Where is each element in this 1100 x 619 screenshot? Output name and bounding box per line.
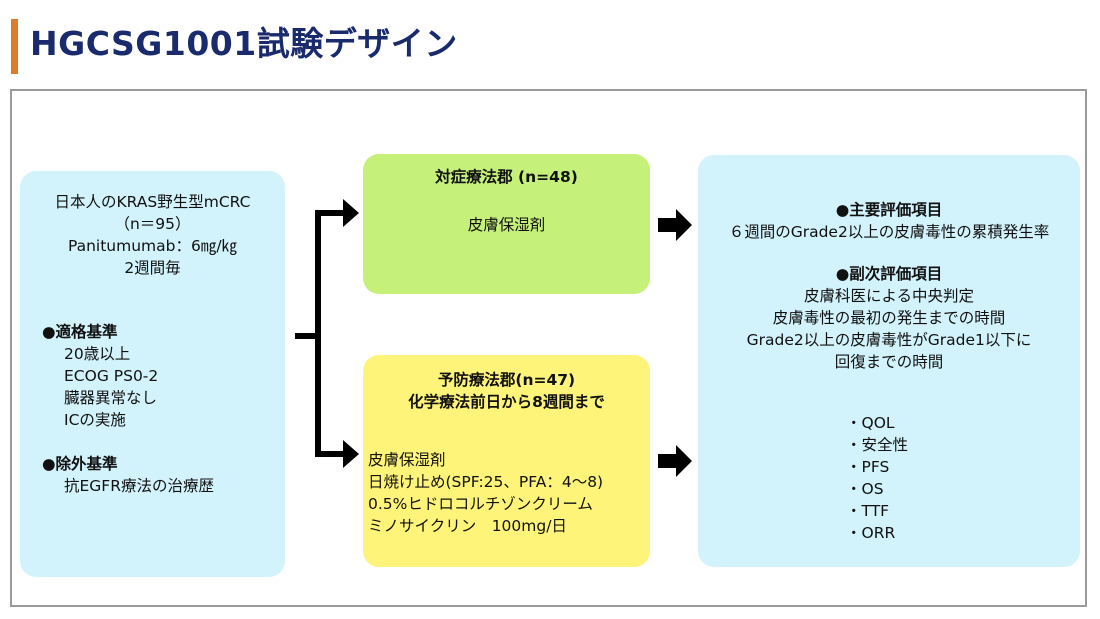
inclusion-criteria: ●適格基準 20歳以上 ECOG PS0-2 臓器異常なし ICの実施 (42, 321, 158, 431)
other-endpoint-item: ・OS (846, 480, 884, 498)
secondary-item: Grade2以上の皮膚毒性がGrade1以下に (746, 331, 1032, 349)
preventive-group-box: 予防療法郡(n=47) 化学療法前日から8週間まで 皮膚保湿剤 日焼け止め(SP… (363, 355, 650, 567)
population-line: Panitumumab：6㎎/㎏ (67, 237, 238, 255)
secondary-item: 皮膚科医による中央判定 (803, 287, 975, 305)
diagram-frame (10, 89, 1087, 607)
primary-heading: ●主要評価項目 (835, 201, 943, 219)
title-accent-bar (11, 19, 18, 74)
population-line: 2週間毎 (124, 259, 181, 277)
population-line: 日本人のKRAS野生型mCRC (54, 193, 251, 211)
symptomatic-title: 対症療法郡 (n=48) (435, 168, 578, 186)
exclusion-criteria: ●除外基準 抗EGFR療法の治療歴 (42, 453, 214, 497)
other-endpoint-item: ・QOL (846, 414, 895, 432)
inclusion-item: 臓器異常なし (64, 389, 158, 407)
symptomatic-group-box: 対症療法郡 (n=48) 皮膚保湿剤 (363, 154, 650, 294)
population-lines: 日本人のKRAS野生型mCRC （n＝95） Panitumumab：6㎎/㎏ … (20, 191, 285, 279)
inclusion-heading: ●適格基準 (42, 323, 118, 341)
primary-endpoint: ●主要評価項目 ６週間のGrade2以上の皮膚毒性の累積発生率 (698, 199, 1080, 243)
preventive-item: 日焼け止め(SPF:25、PFA：4～8) (368, 473, 604, 491)
other-endpoint-item: ・ORR (846, 524, 896, 542)
symptomatic-body: 皮膚保湿剤 (467, 216, 546, 234)
preventive-item: 0.5%ヒドロコルチゾンクリーム (368, 495, 593, 513)
preventive-title-line: 予防療法郡(n=47) (437, 371, 576, 389)
other-endpoints: ・QOL ・安全性 ・PFS ・OS ・TTF ・ORR (846, 412, 908, 544)
preventive-title-line: 化学療法前日から8週間まで (408, 393, 605, 411)
preventive-item: ミノサイクリン 100mg/日 (368, 517, 567, 535)
exclusion-heading: ●除外基準 (42, 455, 118, 473)
secondary-heading: ●副次評価項目 (835, 265, 943, 283)
population-line: （n＝95） (114, 215, 191, 233)
inclusion-item: ECOG PS0-2 (64, 367, 159, 385)
secondary-item: 皮膚毒性の最初の発生までの時間 (772, 309, 1006, 327)
exclusion-item: 抗EGFR療法の治療歴 (64, 477, 214, 495)
other-endpoint-item: ・安全性 (846, 436, 909, 454)
preventive-items: 皮膚保湿剤 日焼け止め(SPF:25、PFA：4～8) 0.5%ヒドロコルチゾン… (368, 449, 603, 537)
preventive-item: 皮膚保湿剤 (368, 451, 446, 469)
other-endpoint-item: ・PFS (846, 458, 890, 476)
page-title: HGCSG1001試験デザイン (30, 24, 458, 63)
preventive-title: 予防療法郡(n=47) 化学療法前日から8週間まで (363, 369, 650, 413)
secondary-endpoints: ●副次評価項目 皮膚科医による中央判定 皮膚毒性の最初の発生までの時間 Grad… (698, 263, 1080, 373)
primary-item: ６週間のGrade2以上の皮膚毒性の累積発生率 (728, 223, 1050, 241)
patient-population-box: 日本人のKRAS野生型mCRC （n＝95） Panitumumab：6㎎/㎏ … (20, 171, 285, 577)
endpoints-box: ●主要評価項目 ６週間のGrade2以上の皮膚毒性の累積発生率 ●副次評価項目 … (698, 155, 1080, 567)
inclusion-item: ICの実施 (64, 411, 126, 429)
other-endpoint-item: ・TTF (846, 502, 890, 520)
secondary-item: 回復までの時間 (834, 353, 944, 371)
inclusion-item: 20歳以上 (64, 345, 131, 363)
